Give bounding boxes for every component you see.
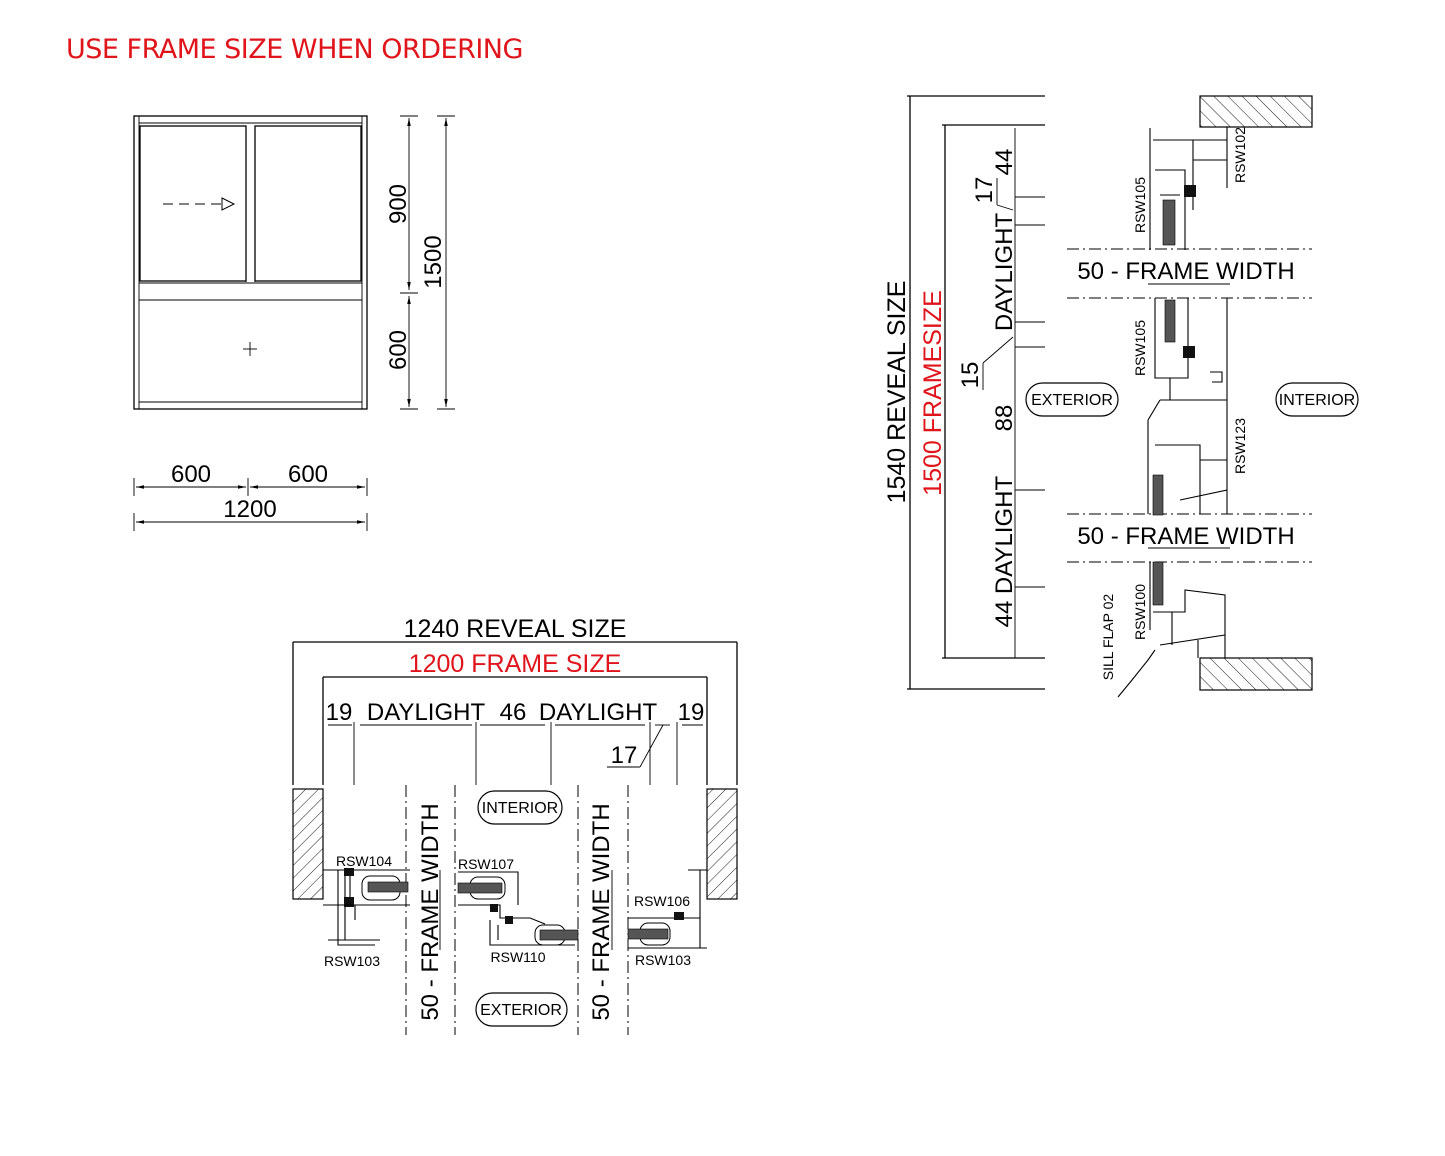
interior-zone-badge: INTERIOR — [477, 790, 563, 825]
interior-zone-badge-vertical: INTERIOR — [1275, 382, 1359, 417]
frame-width-label-top: 50 - FRAME WIDTH — [1077, 258, 1294, 285]
dim-daylight-top: DAYLIGHT — [991, 213, 1018, 332]
head-wall-hatch — [1199, 95, 1313, 128]
frame-size-label: 1200 FRAME SIZE — [409, 650, 622, 678]
profile-label-rsw105-top: RSW105 — [1132, 177, 1148, 233]
dim-upper-height: 900 — [385, 184, 412, 224]
svg-text:INTERIOR: INTERIOR — [482, 800, 558, 817]
horizontal-dimensions: 600 600 1200 — [133, 461, 368, 531]
exterior-zone-badge: EXTERIOR — [475, 992, 568, 1027]
profile-label-rsw106: RSW106 — [634, 893, 690, 909]
dim-daylight-right: DAYLIGHT — [539, 699, 658, 726]
frame-width-label-right: 50 - FRAME WIDTH — [588, 803, 615, 1020]
vertical-dimensions: 900 600 1500 — [385, 115, 455, 410]
dim-transom-gap: 15 — [957, 362, 984, 389]
fixed-panel-cross-icon — [243, 342, 257, 356]
profile-label-rsw102: RSW102 — [1232, 127, 1248, 183]
reveal-size-label-vertical: 1540 REVEAL SIZE — [883, 281, 911, 504]
reveal-size-label: 1240 REVEAL SIZE — [404, 615, 627, 643]
profile-label-rsw123: RSW123 — [1232, 418, 1248, 474]
profile-label-rsw100: RSW100 — [1132, 584, 1148, 640]
right-jamb-profile — [627, 869, 707, 949]
svg-text:INTERIOR: INTERIOR — [1279, 392, 1355, 409]
transom-profile — [1147, 298, 1228, 516]
profile-label-rsw103-left: RSW103 — [324, 953, 380, 969]
dim-total-height: 1500 — [420, 235, 447, 288]
dim-bottom: 44 — [991, 601, 1018, 628]
right-wall-hatch — [706, 788, 738, 900]
dim-total-width: 1200 — [223, 496, 276, 523]
head-profile — [1149, 127, 1228, 250]
frame-width-label-left: 50 - FRAME WIDTH — [417, 803, 444, 1020]
dim-daylight-bottom: DAYLIGHT — [991, 476, 1018, 595]
dim-middle: 46 — [500, 699, 527, 726]
dim-right-edge: 19 — [678, 699, 705, 726]
profile-label-rsw103-right: RSW103 — [635, 952, 691, 968]
dim-top-overlap: 17 — [971, 177, 998, 204]
profile-label-sill-flap: SILL FLAP 02 — [1100, 594, 1116, 681]
left-jamb-profile — [323, 868, 410, 946]
outer-frame — [133, 115, 368, 410]
svg-text:EXTERIOR: EXTERIOR — [480, 1002, 562, 1019]
dim-left-edge: 19 — [326, 699, 353, 726]
svg-text:EXTERIOR: EXTERIOR — [1031, 392, 1113, 409]
sliding-arrow-icon — [163, 197, 236, 211]
dim-daylight-left: DAYLIGHT — [367, 699, 486, 726]
profile-label-rsw110: RSW110 — [491, 949, 546, 965]
profile-label-rsw107: RSW107 — [458, 856, 514, 872]
left-wall-hatch — [292, 788, 324, 900]
sill-wall-hatch — [1199, 657, 1313, 691]
dim-overlap: 17 — [611, 742, 638, 769]
horizontal-section: 1240 REVEAL SIZE 1200 FRAME SIZE 19 DAYL… — [292, 615, 738, 1035]
meeting-stile-profile — [457, 871, 579, 946]
sill-profile — [1117, 561, 1226, 698]
dim-right-width: 600 — [288, 461, 328, 488]
dim-left-width: 600 — [171, 461, 211, 488]
dim-transom: 88 — [991, 405, 1018, 432]
profile-label-rsw105-mid: RSW105 — [1132, 320, 1148, 376]
dim-lower-height: 600 — [385, 330, 412, 370]
frame-size-label-vertical: 1500 FRAMESIZE — [919, 290, 947, 496]
window-elevation: 900 600 1500 600 600 1200 — [133, 115, 455, 531]
profile-label-rsw104: RSW104 — [336, 853, 392, 869]
exterior-zone-badge-vertical: EXTERIOR — [1025, 382, 1119, 417]
ordering-note-title: USE FRAME SIZE WHEN ORDERING — [66, 34, 523, 65]
vertical-section: 1540 REVEAL SIZE 1500 FRAMESIZE 44 17 DA… — [883, 95, 1359, 698]
frame-width-label-bottom: 50 - FRAME WIDTH — [1077, 523, 1294, 550]
dim-top: 44 — [991, 149, 1018, 176]
fixed-sash — [254, 125, 362, 282]
